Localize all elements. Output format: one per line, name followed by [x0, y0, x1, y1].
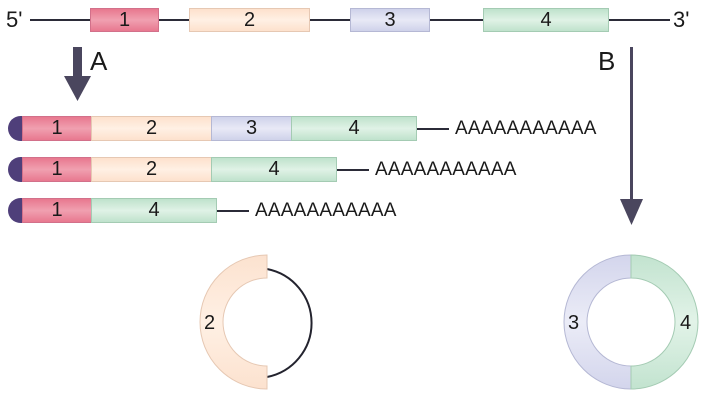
- exon-label: 3: [384, 8, 396, 31]
- mrna-exon-4: 4: [91, 198, 217, 223]
- mrna-exon-4: 4: [211, 157, 337, 182]
- gene-exon-3: 3: [350, 8, 430, 32]
- circrna-exonic: [563, 254, 699, 390]
- exon-label: 4: [348, 117, 360, 139]
- arrow-a-icon: [64, 47, 91, 101]
- mrna-exon-2: 2: [91, 157, 212, 182]
- polya-tail: AAAAAAAAAAA: [455, 118, 597, 139]
- circ-exon-2-label: 2: [204, 312, 216, 334]
- exon-label: 2: [243, 8, 256, 31]
- circ-exon-3: [563, 254, 632, 390]
- polya-linker: [217, 210, 249, 212]
- arrow-b-icon: [620, 47, 643, 225]
- five-prime-cap: [8, 198, 22, 223]
- polya-tail: AAAAAAAAAAA: [255, 200, 397, 221]
- exon-label: 2: [145, 117, 158, 139]
- gene-exon-4: 4: [483, 8, 609, 32]
- mrna-exon-4: 4: [291, 116, 417, 141]
- exon-label: 4: [148, 199, 160, 221]
- circ-exon-2: [199, 254, 268, 390]
- circrna-intron-retaining: [199, 254, 313, 390]
- exon-label: 1: [51, 199, 63, 221]
- intron-arc: [266, 268, 313, 378]
- polya-tail: AAAAAAAAAAA: [375, 159, 517, 180]
- mrna-exon-2: 2: [91, 116, 212, 141]
- exon-label: 3: [245, 117, 258, 139]
- five-prime-cap: [8, 116, 22, 141]
- three-prime-label: 3': [673, 7, 690, 32]
- mrna-exon-1: 1: [22, 198, 92, 223]
- gene-exon-1: 1: [90, 8, 159, 32]
- five-prime-cap: [8, 157, 22, 182]
- mrna-exon-3: 3: [211, 116, 292, 141]
- exon-label: 1: [51, 158, 63, 180]
- pathway-b-label: B: [598, 46, 616, 76]
- gene-exon-2: 2: [189, 8, 310, 32]
- exon-label: 4: [268, 158, 280, 180]
- circ-exon-4-label: 4: [680, 312, 692, 334]
- mrna-exon-1: 1: [22, 157, 92, 182]
- exon-label: 1: [51, 117, 63, 139]
- exon-label: 1: [118, 8, 131, 31]
- pathway-a-label: A: [90, 46, 108, 76]
- circ-exon-4: [630, 254, 699, 390]
- exon-label: 2: [145, 158, 158, 180]
- polya-linker: [417, 128, 449, 130]
- polya-linker: [337, 169, 369, 171]
- mrna-exon-1: 1: [22, 116, 92, 141]
- circ-exon-3-label: 3: [568, 312, 580, 334]
- exon-label: 4: [540, 8, 552, 31]
- five-prime-label: 5': [6, 7, 23, 32]
